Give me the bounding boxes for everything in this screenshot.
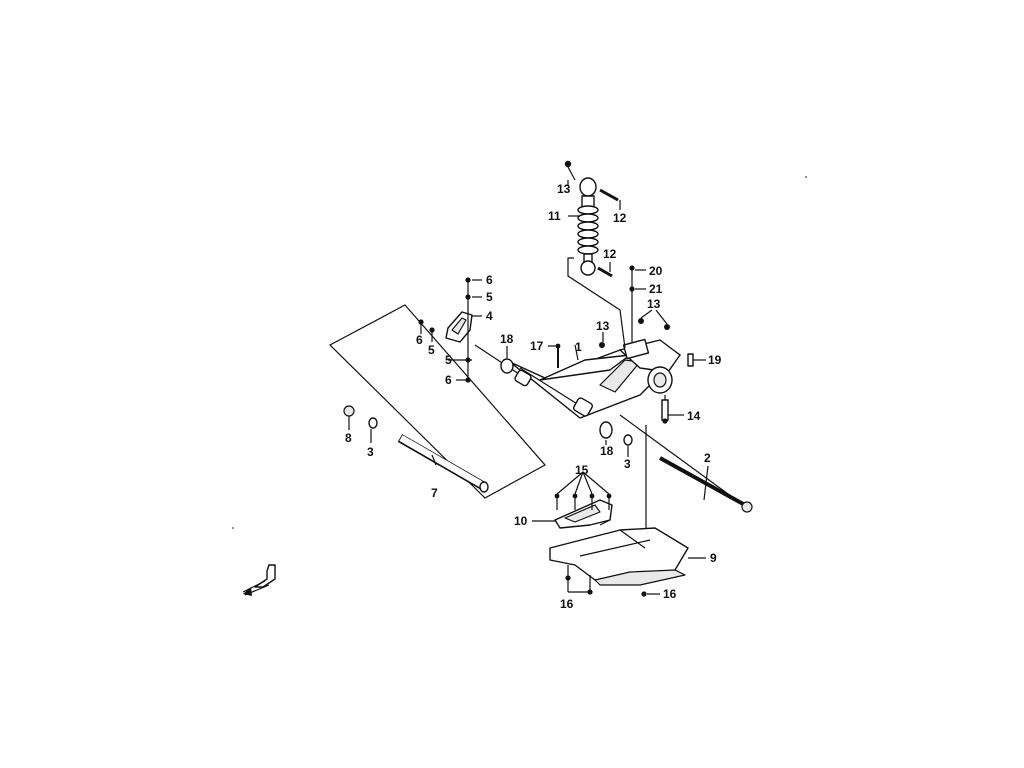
callout-10: 10	[514, 514, 528, 528]
spacer-left	[514, 369, 532, 387]
callout-8: 8	[345, 431, 352, 445]
callout-6-bottom: 6	[445, 373, 452, 387]
long-bolt	[659, 456, 753, 513]
nut-8	[343, 405, 355, 417]
callout-16-right: 16	[663, 587, 677, 601]
callout-19: 19	[708, 353, 722, 367]
callout-2: 2	[704, 451, 711, 465]
washer-3-right	[623, 434, 633, 446]
callout-18-left: 18	[500, 332, 514, 346]
callout-6-top: 6	[486, 273, 493, 287]
callout-6-left: 6	[416, 333, 423, 347]
callout-18-right: 18	[600, 444, 614, 458]
callout-1: 1	[575, 340, 582, 354]
bushing-18-right	[599, 421, 613, 439]
callout-5-upper: 5	[486, 290, 493, 304]
bushing-18-left	[500, 358, 514, 374]
shock-absorber	[577, 177, 599, 276]
callout-13-mid: 13	[596, 319, 610, 333]
leader-lines	[348, 180, 709, 595]
swing-arm	[509, 338, 681, 419]
guard-plate-10	[554, 499, 613, 529]
bracket-4	[445, 311, 473, 343]
callout-14: 14	[687, 409, 701, 423]
callout-13-top: 13	[557, 182, 571, 196]
callout-7: 7	[431, 486, 438, 500]
callout-11: 11	[548, 209, 561, 223]
mud-guard-9	[549, 527, 689, 586]
callout-21: 21	[649, 282, 663, 296]
callout-12-mid: 12	[603, 247, 617, 261]
callout-12-top: 12	[613, 211, 627, 225]
callout-9: 9	[710, 551, 717, 565]
axle-rod	[397, 434, 489, 493]
front-direction-arrow-icon	[242, 564, 276, 596]
callout-3-right: 3	[624, 457, 631, 471]
callout-17: 17	[530, 339, 544, 353]
callout-20: 20	[649, 264, 663, 278]
axle-plane-outline	[328, 304, 546, 499]
callout-4: 4	[486, 309, 493, 323]
washer-3-left	[368, 417, 378, 429]
callout-13-right: 13	[647, 297, 661, 311]
callout-5-lower: 5	[445, 353, 452, 367]
callout-15: 15	[575, 463, 589, 477]
callout-5-left: 5	[428, 343, 435, 357]
callout-3-left: 3	[367, 445, 374, 459]
callout-16-left: 16	[560, 597, 574, 611]
